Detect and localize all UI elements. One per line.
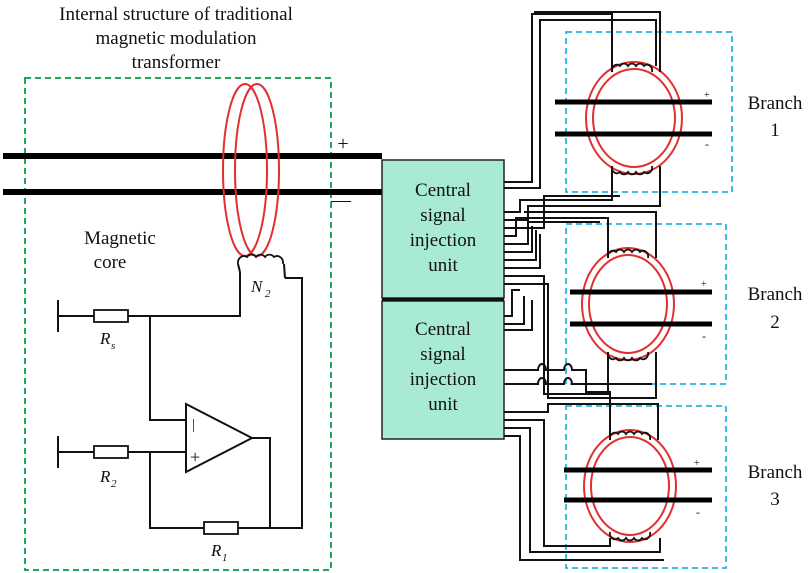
r1-sub: 1: [222, 552, 228, 564]
svg-text:unit: unit: [428, 255, 458, 276]
r2-letter: R: [99, 467, 111, 486]
core-label-line-1: Magnetic: [84, 228, 156, 249]
r1-letter: R: [210, 541, 222, 560]
svg-text:Central: Central: [415, 319, 471, 340]
branch-3-minus: -: [696, 505, 700, 519]
left-circuit-wires: [57, 272, 303, 529]
rs-sub: s: [111, 340, 115, 352]
resistor-r1: [203, 521, 239, 535]
branch-3-box: [565, 405, 727, 569]
transformer-enclosure: [24, 77, 332, 571]
branch-2-number: 2: [770, 312, 780, 333]
branch-3-plus: +: [694, 458, 700, 469]
branch-wires: [504, 11, 664, 561]
resistor-r2: [93, 445, 129, 459]
branch-1-minus: -: [705, 137, 709, 151]
n2-sub: 2: [265, 288, 271, 300]
bus-minus-sign: —: [330, 189, 352, 211]
branch-2-transformer: [570, 247, 712, 362]
branch-2-minus: -: [702, 329, 706, 343]
rs-letter: R: [99, 329, 111, 348]
main-coil: [237, 253, 286, 279]
opamp-minus: |: [192, 417, 195, 433]
n2-letter: N: [250, 277, 264, 296]
branch-3-transformer: [564, 429, 712, 543]
branch-1-transformer: [555, 61, 712, 176]
branch-1-word: Branch: [748, 93, 803, 114]
branch-3-number: 3: [770, 489, 780, 510]
svg-text:signal: signal: [420, 344, 465, 365]
svg-text:unit: unit: [428, 394, 458, 415]
svg-text:injection: injection: [410, 230, 477, 251]
central-unit-2-label: Central signal injection unit: [410, 319, 477, 415]
main-core-rings: [222, 83, 280, 257]
r2-sub: 2: [111, 478, 117, 490]
title-line-2: magnetic modulation: [96, 28, 257, 49]
title-line-3: transformer: [132, 52, 221, 73]
title-line-1: Internal structure of traditional: [59, 4, 293, 25]
svg-text:injection: injection: [410, 369, 477, 390]
central-unit-1: [381, 159, 505, 299]
title: Internal structure of traditional magnet…: [59, 4, 293, 73]
bus-plus-sign: +: [337, 133, 348, 155]
branch-1-box: [565, 31, 733, 193]
resistor-rs: [93, 309, 129, 323]
branch-2-plus: +: [701, 279, 707, 290]
branch-1-number: 1: [770, 120, 780, 141]
branch-1-plus: +: [704, 90, 710, 101]
svg-text:signal: signal: [420, 205, 465, 226]
opamp: [185, 402, 255, 474]
core-label-line-2: core: [94, 252, 127, 273]
svg-text:Central: Central: [415, 180, 471, 201]
central-unit-1-label: Central signal injection unit: [410, 180, 477, 276]
branch-3-word: Branch: [748, 462, 803, 483]
opamp-plus: +: [190, 447, 200, 467]
branch-2-word: Branch: [748, 284, 803, 305]
